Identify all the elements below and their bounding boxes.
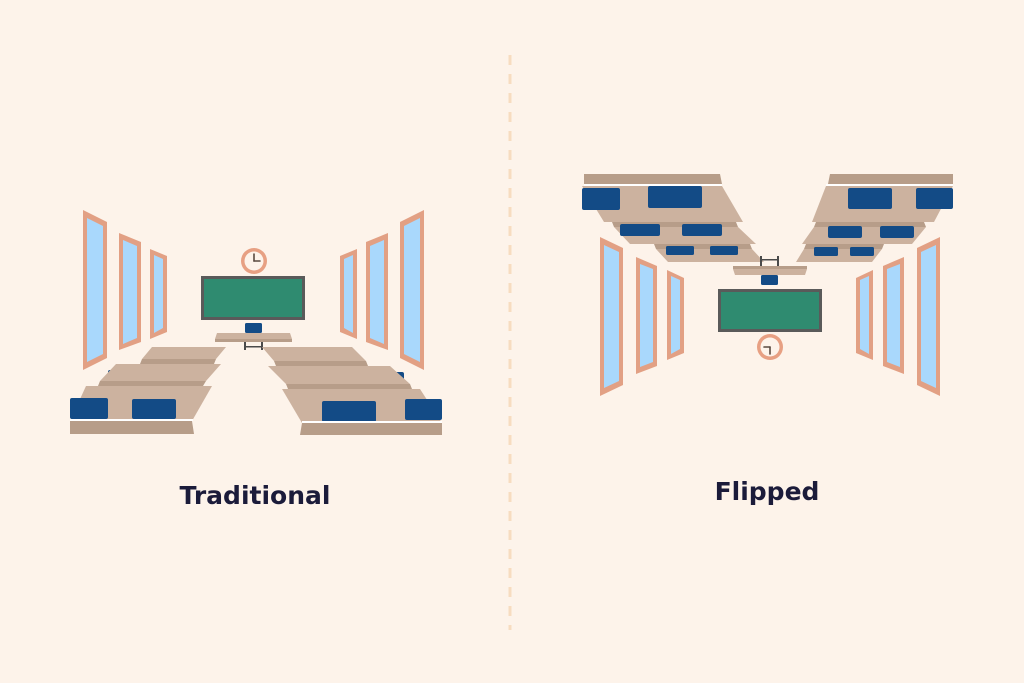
desk-icon — [796, 244, 884, 262]
teacher-desk — [733, 256, 807, 285]
clock-icon — [241, 248, 267, 274]
desk-icon — [802, 222, 926, 244]
chalkboard-icon — [718, 289, 822, 332]
desk-icon — [268, 366, 412, 389]
desk-icon — [282, 389, 442, 435]
window-icon — [917, 237, 940, 396]
chair-icon — [761, 275, 778, 285]
desk-icon — [98, 364, 221, 386]
window-icon — [636, 257, 657, 374]
window-icon — [883, 257, 904, 374]
desk-icon — [654, 244, 764, 262]
desk-icon — [612, 222, 756, 244]
window-icon — [667, 270, 684, 360]
desk-icon — [140, 347, 226, 364]
flipped-caption: Flipped — [714, 477, 820, 506]
window-icon — [83, 210, 107, 370]
chalkboard-icon — [201, 276, 305, 320]
desk-icon — [70, 386, 212, 434]
desk-icon — [582, 174, 743, 222]
window-icon — [600, 237, 623, 396]
flipped-classroom — [582, 174, 953, 396]
traditional-classroom — [70, 210, 442, 435]
traditional-caption: Traditional — [179, 481, 331, 510]
teacher-desk — [215, 323, 292, 350]
window-icon — [119, 233, 141, 350]
window-icon — [366, 233, 388, 350]
chair-icon — [245, 323, 262, 333]
window-icon — [400, 210, 424, 370]
window-icon — [856, 270, 873, 360]
desk-icon — [812, 174, 953, 222]
clock-icon — [757, 334, 783, 360]
window-icon — [340, 249, 357, 339]
desk-icon — [262, 347, 368, 366]
window-icon — [150, 249, 167, 339]
